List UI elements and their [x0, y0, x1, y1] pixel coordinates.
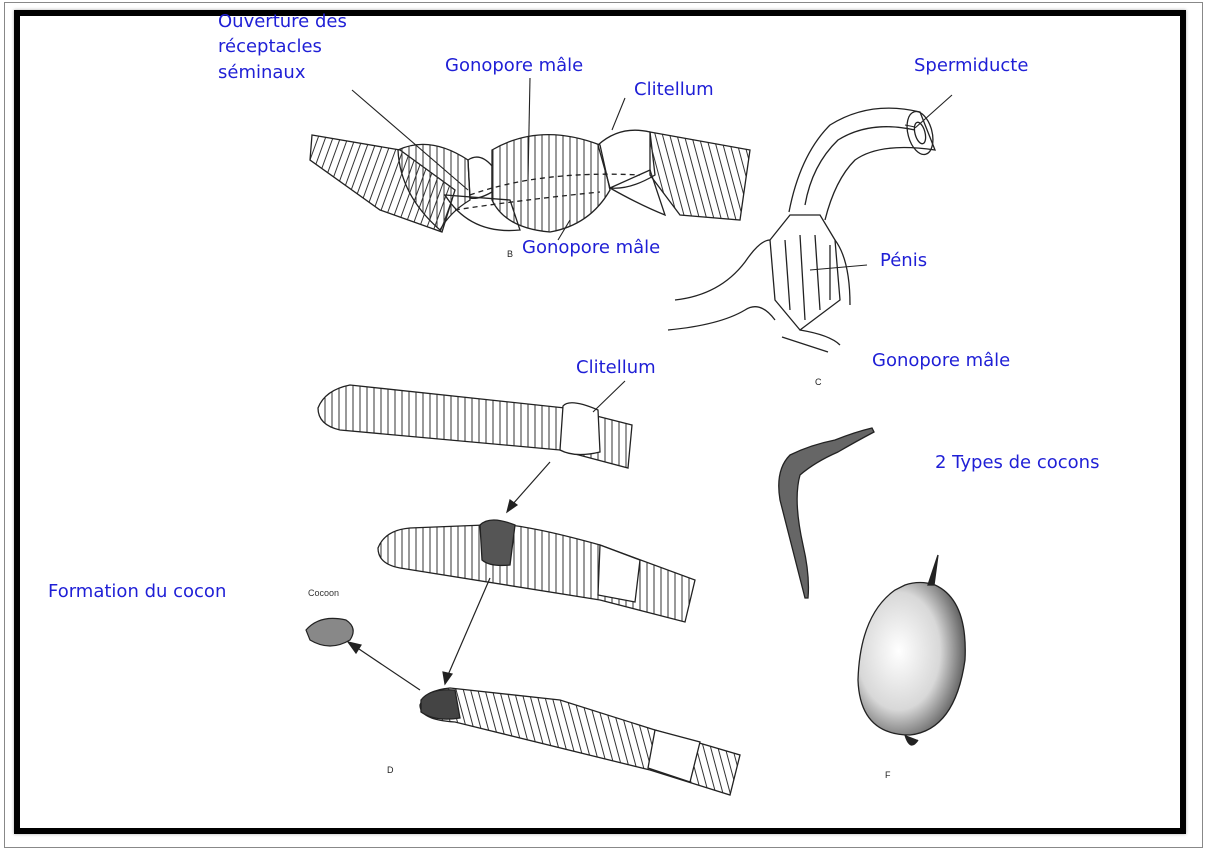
label-cocoon-caption: Cocoon	[308, 588, 339, 598]
label-clitellum-middle: Clitellum	[576, 357, 656, 379]
small-cocoon-drawing	[306, 618, 353, 646]
label-ouverture-line1: Ouverture des	[218, 11, 347, 33]
egg-cocoon-drawing	[858, 555, 965, 745]
figure-letter-b: B	[507, 249, 513, 259]
figure-letter-c: C	[815, 377, 822, 387]
label-gonopore-male-middle: Gonopore mâle	[522, 237, 660, 259]
label-spermiducte: Spermiducte	[914, 55, 1028, 77]
label-2-types-de-cocons: 2 Types de cocons	[935, 452, 1099, 474]
worm-d3-drawing	[420, 688, 740, 795]
label-formation-du-cocon: Formation du cocon	[48, 581, 226, 603]
label-ouverture-line3: séminaux	[218, 62, 306, 84]
label-ouverture-line2: réceptacles	[218, 36, 322, 58]
elongated-cocoon-drawing	[779, 428, 874, 598]
worm-d2-drawing	[378, 520, 695, 622]
worm-d1-drawing	[318, 385, 632, 468]
label-gonopore-male-top: Gonopore mâle	[445, 55, 583, 77]
figure-letter-d: D	[387, 765, 394, 775]
worm-b-drawing	[310, 130, 750, 232]
label-clitellum-top: Clitellum	[634, 79, 714, 101]
label-gonopore-male-right: Gonopore mâle	[872, 350, 1010, 372]
figure-letter-f: F	[885, 770, 891, 780]
label-penis: Pénis	[880, 250, 927, 272]
